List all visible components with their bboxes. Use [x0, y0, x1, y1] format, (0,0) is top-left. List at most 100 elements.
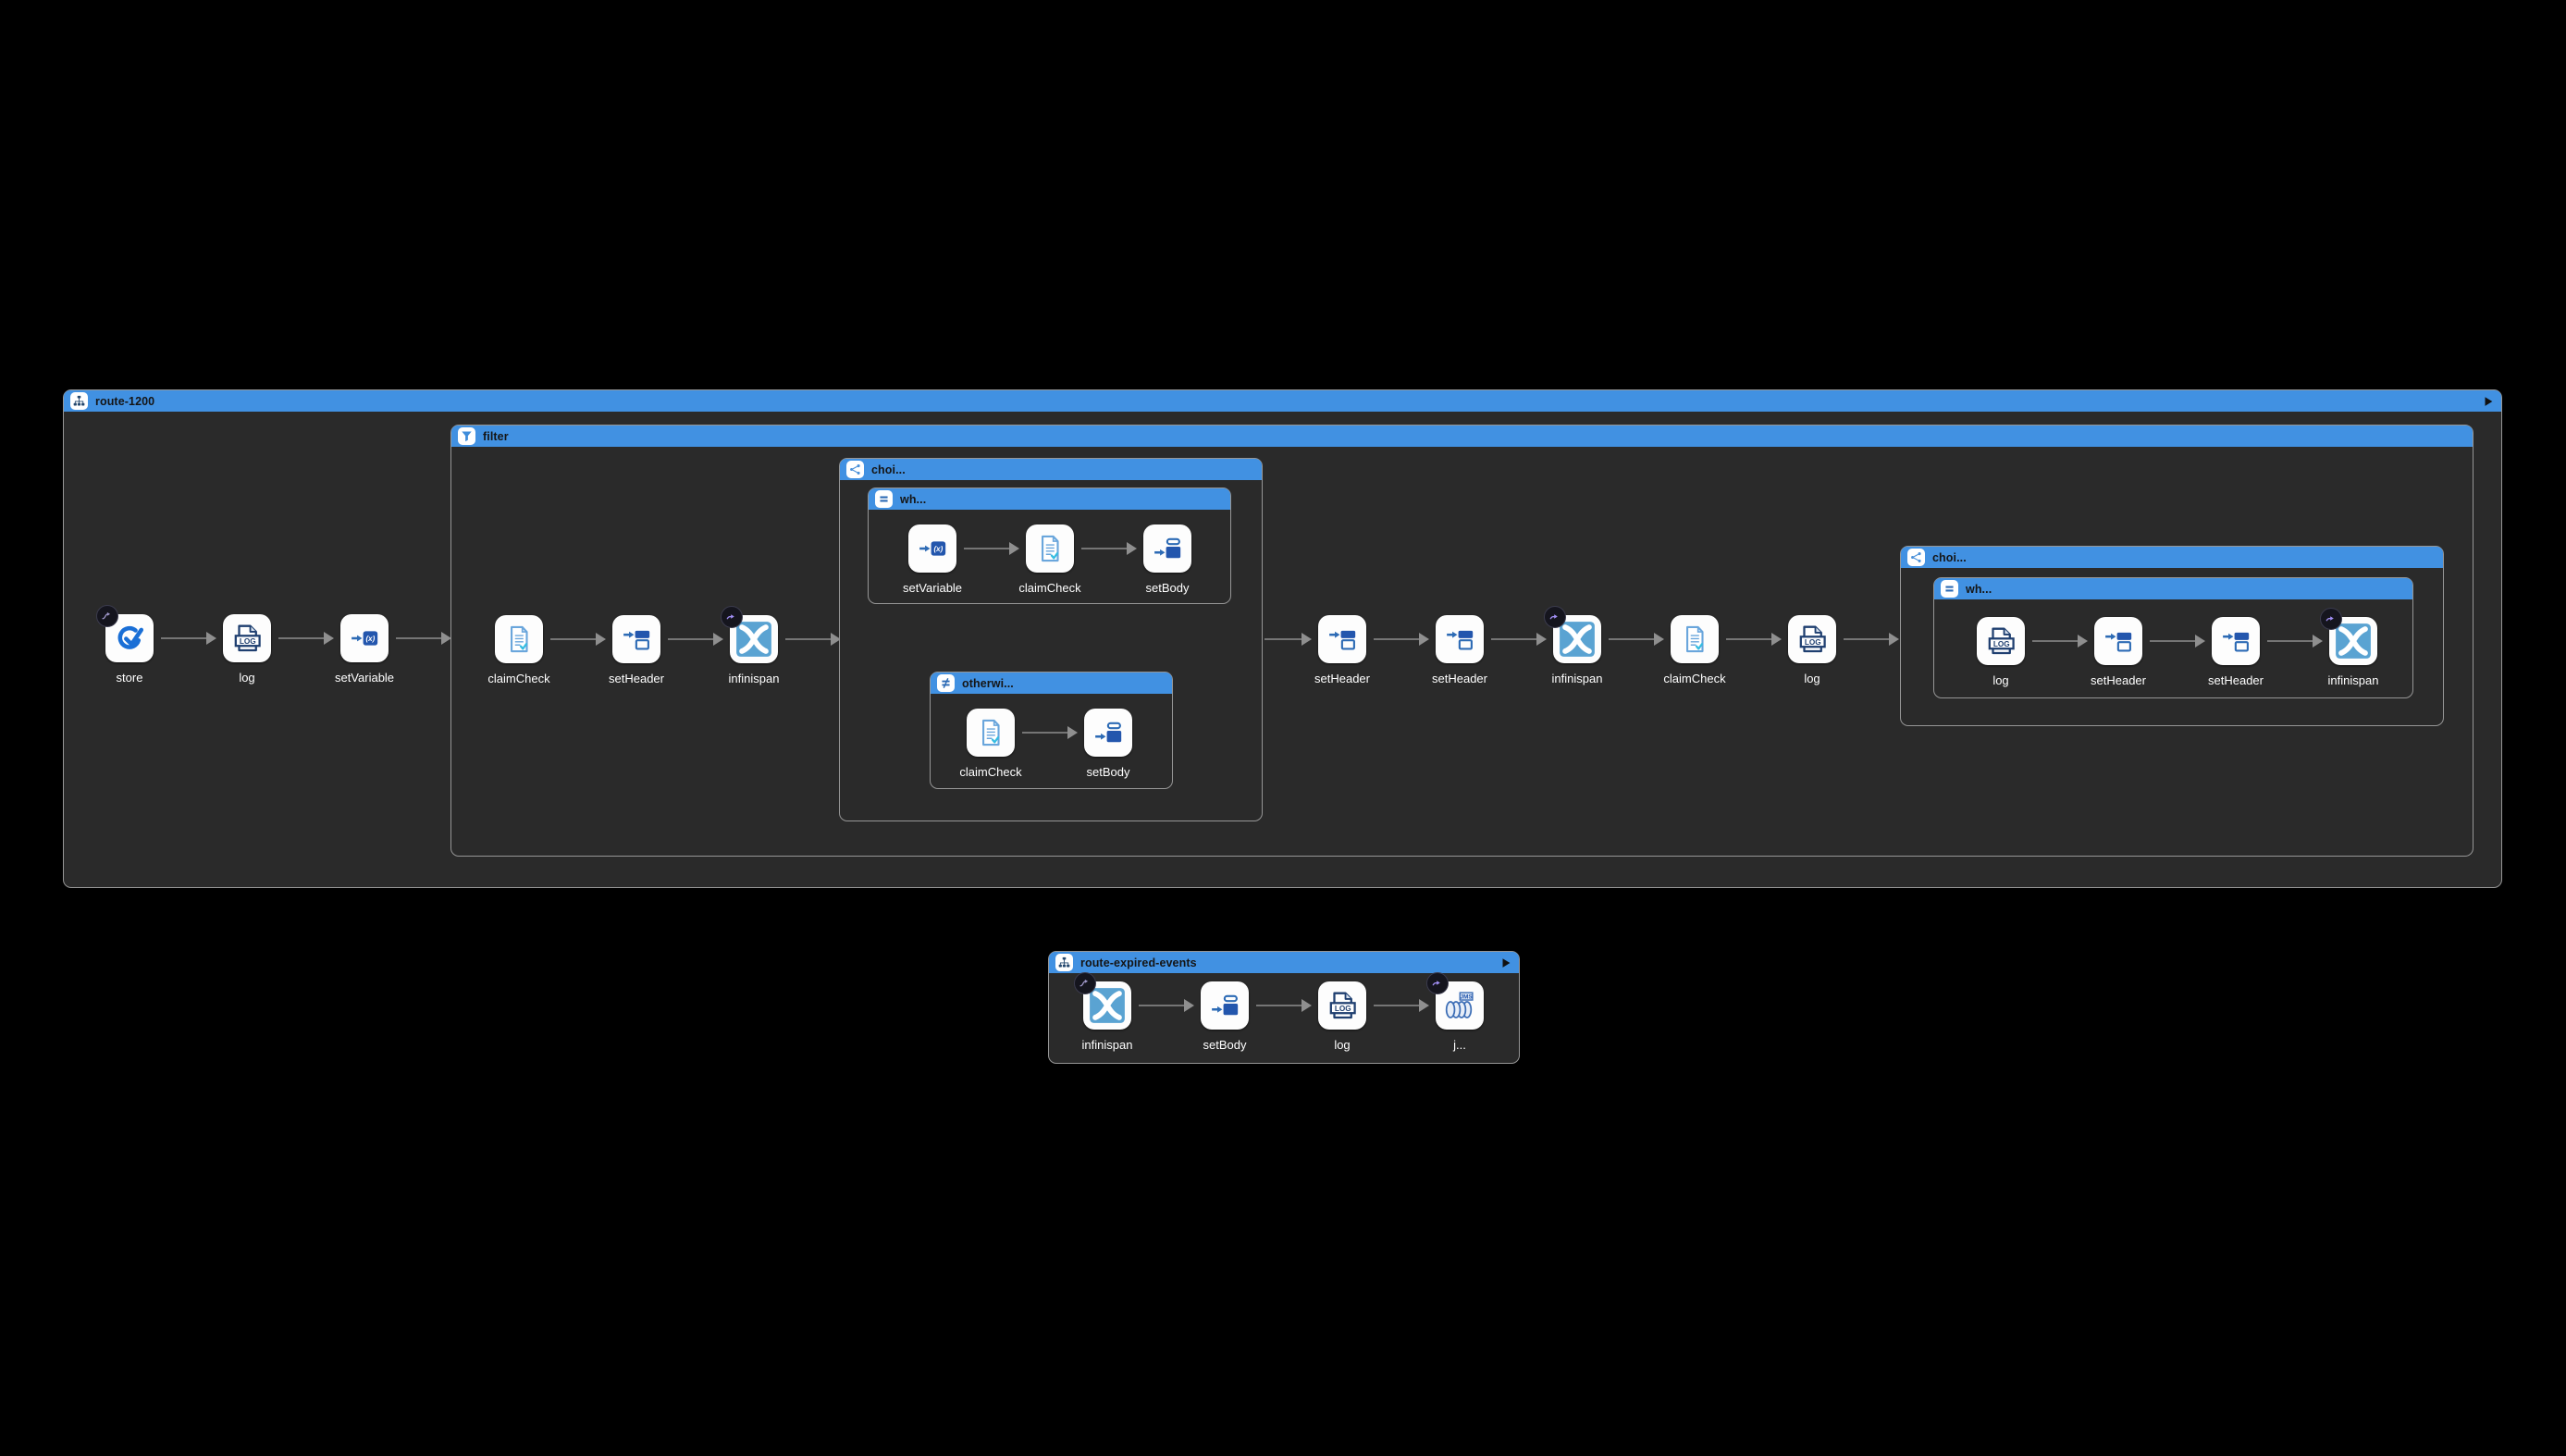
play-button[interactable] — [2482, 395, 2495, 408]
node-log[interactable]: log — [1783, 615, 1842, 685]
node-label: setVariable — [902, 581, 963, 595]
route-expired-events-header[interactable]: route-expired-events — [1049, 952, 1519, 973]
node-label: log — [1992, 673, 2009, 687]
node-log[interactable]: log — [1313, 981, 1372, 1052]
node-label: infinispan — [2327, 673, 2379, 687]
claim-check-icon — [495, 615, 543, 663]
node-claimcheck[interactable]: claimCheck — [959, 709, 1022, 779]
play-button[interactable] — [1499, 956, 1512, 969]
node-label: setBody — [1203, 1038, 1247, 1052]
otherwise-chain: claimCheck setBody — [959, 709, 1138, 779]
node-claimcheck[interactable]: claimCheck — [487, 615, 550, 685]
node-setheader[interactable]: setHeader — [1430, 615, 1489, 685]
edge-arrow — [1137, 981, 1195, 1030]
route-container-1200[interactable]: route-1200 store log setVariable filter — [63, 389, 2502, 888]
node-label: log — [239, 671, 255, 685]
edge-arrow — [1607, 615, 1665, 663]
claim-check-icon — [1671, 615, 1719, 663]
edge-arrow — [159, 614, 217, 662]
edge-arrow — [962, 524, 1020, 573]
edge-arrow — [1489, 615, 1548, 663]
route-start-badge — [1074, 972, 1096, 994]
edge-arrow — [394, 614, 452, 662]
node-jms[interactable]: j... — [1426, 972, 1489, 1052]
set-body-icon — [1143, 524, 1191, 573]
node-label: setBody — [1086, 765, 1130, 779]
node-setbody[interactable]: setBody — [1079, 709, 1138, 779]
claim-check-icon — [1026, 524, 1074, 573]
route-1200-header[interactable]: route-1200 — [64, 390, 2501, 412]
filter-container[interactable]: filter claimCheck setHeader infinispan — [450, 425, 2473, 857]
log-icon — [1788, 615, 1836, 663]
otherwise-icon — [937, 674, 955, 692]
node-infinispan[interactable]: infinispan — [721, 606, 783, 685]
route-icon — [70, 392, 88, 410]
choice-container[interactable]: choi... wh... log setHeader — [1900, 546, 2444, 726]
set-body-icon — [1084, 709, 1132, 757]
arrow-out-badge — [721, 606, 743, 628]
edge-arrow — [2148, 617, 2206, 665]
arrow-out-badge — [1544, 606, 1566, 628]
when-title: wh... — [1966, 582, 1992, 596]
filter-chain-2: setHeader setHeader infinispan claimChec… — [1263, 606, 1900, 685]
node-label: setHeader — [2091, 673, 2146, 687]
choice-container[interactable]: choi... wh... setVariable claimCheck — [839, 458, 1263, 821]
route-start-badge — [96, 605, 118, 627]
node-setheader[interactable]: setHeader — [2206, 617, 2265, 687]
node-label: log — [1334, 1038, 1351, 1052]
node-setbody[interactable]: setBody — [1195, 981, 1254, 1052]
edge-arrow — [1372, 981, 1430, 1030]
otherwise-header[interactable]: otherwi... — [931, 672, 1172, 694]
when-header[interactable]: wh... — [869, 488, 1230, 510]
node-infinispan[interactable]: infinispan — [1544, 606, 1607, 685]
node-infinispan[interactable]: infinispan — [2320, 608, 2383, 687]
node-claimcheck[interactable]: claimCheck — [1663, 615, 1726, 685]
log-icon — [223, 614, 271, 662]
node-label: claimCheck — [959, 765, 1022, 779]
node-setheader[interactable]: setHeader — [607, 615, 666, 685]
log-icon — [1977, 617, 2025, 665]
set-variable-icon — [340, 614, 389, 662]
node-label: j... — [1453, 1038, 1466, 1052]
node-claimcheck[interactable]: claimCheck — [1018, 524, 1081, 595]
node-label: store — [116, 671, 143, 685]
node-setheader[interactable]: setHeader — [2089, 617, 2148, 687]
choice-icon — [1907, 549, 1925, 566]
edge-arrow — [783, 615, 842, 663]
edge-arrow — [1020, 709, 1079, 757]
filter-header[interactable]: filter — [451, 426, 2473, 447]
claim-check-icon — [967, 709, 1015, 757]
set-header-icon — [1318, 615, 1366, 663]
node-setheader[interactable]: setHeader — [1313, 615, 1372, 685]
node-setvariable[interactable]: setVariable — [903, 524, 962, 595]
node-log[interactable]: log — [1971, 617, 2030, 687]
route-1200-main-chain: store log setVariable — [96, 605, 452, 685]
set-header-icon — [1436, 615, 1484, 663]
node-infinispan[interactable]: infinispan — [1074, 972, 1137, 1052]
node-label: infinispan — [1551, 672, 1603, 685]
route-title: route-expired-events — [1080, 956, 1197, 969]
set-header-icon — [2094, 617, 2142, 665]
node-store[interactable]: store — [96, 605, 159, 685]
node-label: setVariable — [334, 671, 395, 685]
edge-arrow — [1254, 981, 1313, 1030]
set-variable-icon — [908, 524, 956, 573]
when-container[interactable]: wh... log setHeader setHeader — [1933, 577, 2413, 698]
choice-header[interactable]: choi... — [1901, 547, 2443, 568]
node-setbody[interactable]: setBody — [1138, 524, 1197, 595]
node-setvariable[interactable]: setVariable — [335, 614, 394, 685]
edge-arrow — [1079, 524, 1138, 573]
choice-header[interactable]: choi... — [840, 459, 1262, 480]
choice-title: choi... — [871, 463, 906, 476]
filter-icon — [458, 427, 475, 445]
when-header[interactable]: wh... — [1934, 578, 2412, 599]
route-container-expired-events[interactable]: route-expired-events infinispan setBody … — [1048, 951, 1520, 1064]
edge-arrow — [549, 615, 607, 663]
edge-arrow — [1842, 615, 1900, 663]
node-label: log — [1804, 672, 1820, 685]
otherwise-container[interactable]: otherwi... claimCheck setBody — [930, 672, 1173, 789]
choice-icon — [846, 461, 864, 478]
node-log[interactable]: log — [217, 614, 277, 685]
when-container[interactable]: wh... setVariable claimCheck s — [868, 487, 1231, 604]
